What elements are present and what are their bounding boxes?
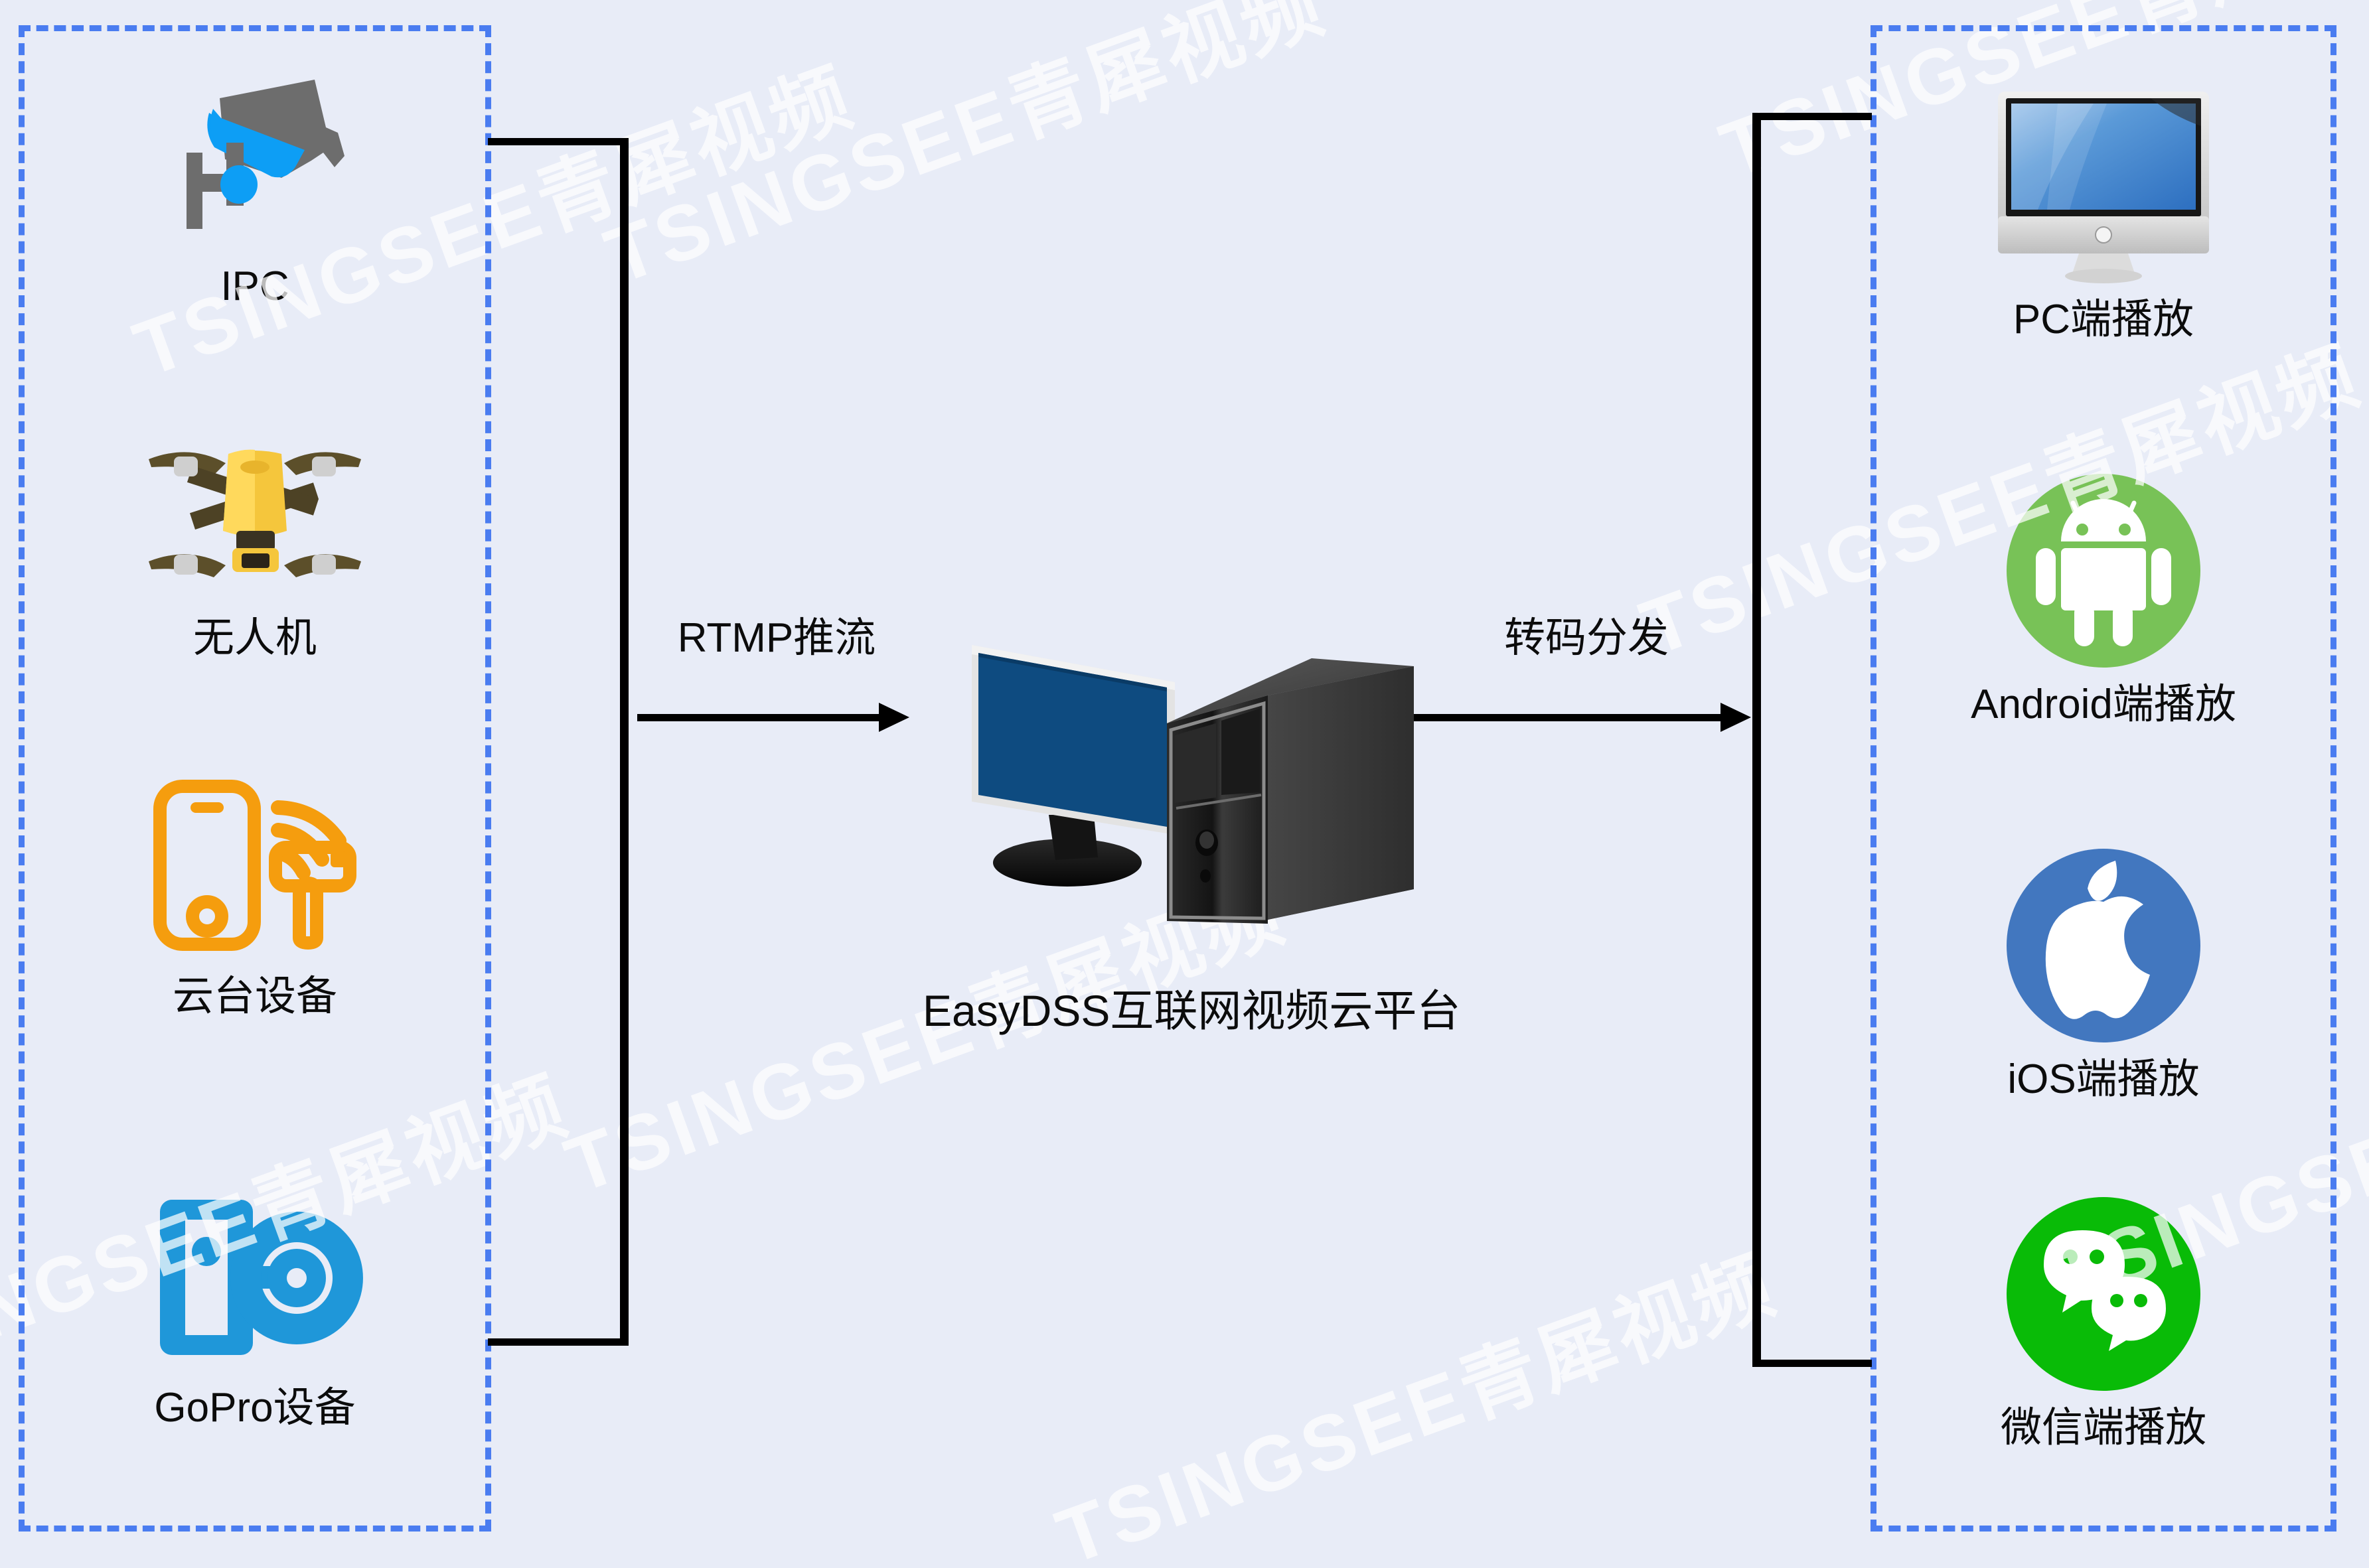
client-item-label: Android端播放 <box>1971 681 2236 727</box>
android-icon <box>2007 474 2200 668</box>
apple-icon <box>2007 849 2200 1042</box>
playback-client-panel <box>1871 25 2336 1532</box>
arrow-shaft <box>1414 714 1723 721</box>
watermark-text: TSINGSEE青犀视频 <box>1045 1240 1788 1568</box>
wechat-icon <box>2007 1197 2200 1391</box>
platform-caption: EasyDSS互联网视频云平台 <box>923 986 1461 1035</box>
client-item-label: iOS端播放 <box>2007 1056 2200 1102</box>
arrow-head-icon <box>1720 703 1751 732</box>
ptz-phone-icon <box>153 780 356 951</box>
imac-monitor-icon <box>1998 92 2209 283</box>
client-item-ios[interactable]: iOS端播放 <box>1871 839 2336 1102</box>
arrow-head-icon <box>879 703 909 732</box>
gopro-camera-icon <box>160 1200 363 1355</box>
transcode-flow: 转码分发 <box>1414 604 1759 732</box>
client-item-pc[interactable]: PC端播放 <box>1871 80 2336 342</box>
transcode-flow-label: 转码分发 <box>1503 615 1669 661</box>
cctv-camera-icon <box>187 80 344 229</box>
rtmp-flow-label: RTMP推流 <box>677 615 876 661</box>
source-item-label: 云台设备 <box>172 973 337 1019</box>
client-item-android[interactable]: Android端播放 <box>1871 464 2336 727</box>
client-distribution-bracket <box>1752 113 1872 1367</box>
watermark-text: TSINGSEE青犀视频 <box>594 0 1336 301</box>
drone-icon <box>149 449 361 577</box>
source-item-gopro[interactable]: GoPro设备 <box>19 1175 491 1431</box>
client-item-label: 微信端播放 <box>2000 1405 2206 1451</box>
easydss-platform-node[interactable]: EasyDSS互联网视频云平台 <box>923 624 1461 1039</box>
client-item-label: PC端播放 <box>2013 297 2194 342</box>
arrow-shaft <box>637 714 881 721</box>
rtmp-flow: RTMP推流 <box>637 604 916 732</box>
source-item-ipc[interactable]: IPC <box>19 46 491 309</box>
source-item-drone[interactable]: 无人机 <box>19 418 491 661</box>
source-aggregation-bracket <box>488 138 629 1346</box>
desktop-computer-icon <box>972 645 1414 924</box>
source-item-label: GoPro设备 <box>154 1385 356 1431</box>
client-item-wechat[interactable]: 微信端播放 <box>1871 1188 2336 1451</box>
source-item-label: IPC <box>220 263 289 309</box>
source-item-ptz[interactable]: 云台设备 <box>19 763 491 1019</box>
video-source-panel <box>19 25 491 1532</box>
source-item-label: 无人机 <box>192 615 317 661</box>
